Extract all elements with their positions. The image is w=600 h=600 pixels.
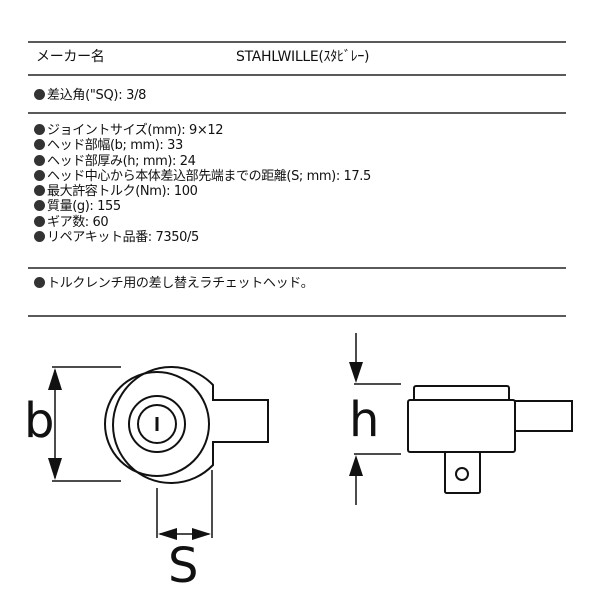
bullet-icon (34, 231, 45, 243)
bullet-icon (34, 185, 45, 197)
rule-top (28, 41, 566, 43)
spec-item-weight: 質量(g): 155 (34, 199, 371, 214)
maker-label: メーカー名 (36, 49, 105, 65)
bullet-icon (34, 154, 45, 166)
square-drive (444, 451, 481, 494)
h-label: h (349, 392, 379, 448)
ratchet-head-outline (112, 366, 269, 484)
bullet-icon (34, 215, 45, 227)
drive-size-row: 差込角("SQ): 3/8 (34, 88, 146, 103)
ratchet-head-inner-circle (104, 371, 210, 477)
spec-item-repair-kit: リペアキット品番: 7350/5 (34, 230, 371, 245)
top-view-diagram (48, 366, 269, 540)
rule-after-note (28, 315, 566, 317)
arrow-left-icon (158, 528, 177, 540)
ratchet-ring-inner (137, 404, 177, 444)
spec-text: ヘッド部厚み(h; mm): 24 (47, 153, 196, 169)
note-text: トルクレンチ用の差し替えラチェットヘッド。 (47, 276, 314, 291)
ratchet-ring-outer (128, 395, 186, 453)
stem (514, 400, 573, 432)
rule-after-drive (28, 112, 566, 114)
spec-item-gear-count: ギア数: 60 (34, 215, 371, 230)
arrow-up-icon (349, 455, 363, 476)
bullet-icon (34, 139, 45, 151)
spec-text: ギア数: 60 (47, 214, 109, 230)
spec-item-joint-size: ジョイントサイズ(mm): 9×12 (34, 123, 371, 138)
head-cap (413, 385, 510, 402)
head-body (407, 399, 516, 453)
s-label: S (168, 538, 198, 594)
side-view-diagram (349, 333, 573, 505)
spec-text: 最大許容トルク(Nm): 100 (47, 184, 198, 200)
detent-ball-icon (455, 467, 469, 481)
spec-text: リペアキット品番: 7350/5 (47, 230, 199, 246)
bullet-icon (34, 89, 45, 100)
bullet-icon (34, 277, 45, 288)
b-label: b (24, 393, 54, 449)
maker-value: STAHLWILLE(ｽﾀﾋﾞﾚｰ) (236, 49, 370, 65)
spec-text: ヘッド部幅(b; mm): 33 (47, 138, 183, 154)
bullet-icon (34, 169, 45, 181)
drive-size-text: 差込角("SQ): 3/8 (47, 88, 147, 103)
bullet-icon (34, 200, 45, 212)
spec-text: 質量(g): 155 (47, 199, 121, 215)
arrow-right-icon (192, 528, 211, 540)
spec-item-max-torque: 最大許容トルク(Nm): 100 (34, 184, 371, 199)
rule-after-maker (28, 74, 566, 76)
spec-text: ヘッド中心から本体差込部先端までの距離(S; mm): 17.5 (47, 168, 371, 184)
spec-item-head-width: ヘッド部幅(b; mm): 33 (34, 138, 371, 153)
note-row: トルクレンチ用の差し替えラチェットヘッド。 (34, 276, 314, 291)
arrow-up-icon (48, 368, 62, 390)
bullet-icon (34, 124, 45, 135)
rule-after-specs (28, 267, 566, 269)
arrow-down-icon (48, 458, 62, 480)
spec-item-head-thickness: ヘッド部厚み(h; mm): 24 (34, 154, 371, 169)
arrow-down-icon (349, 362, 363, 383)
spec-list: ジョイントサイズ(mm): 9×12 ヘッド部幅(b; mm): 33 ヘッド部… (34, 123, 371, 245)
spec-item-center-distance: ヘッド中心から本体差込部先端までの距離(S; mm): 17.5 (34, 169, 371, 184)
spec-text: ジョイントサイズ(mm): 9×12 (47, 123, 224, 138)
